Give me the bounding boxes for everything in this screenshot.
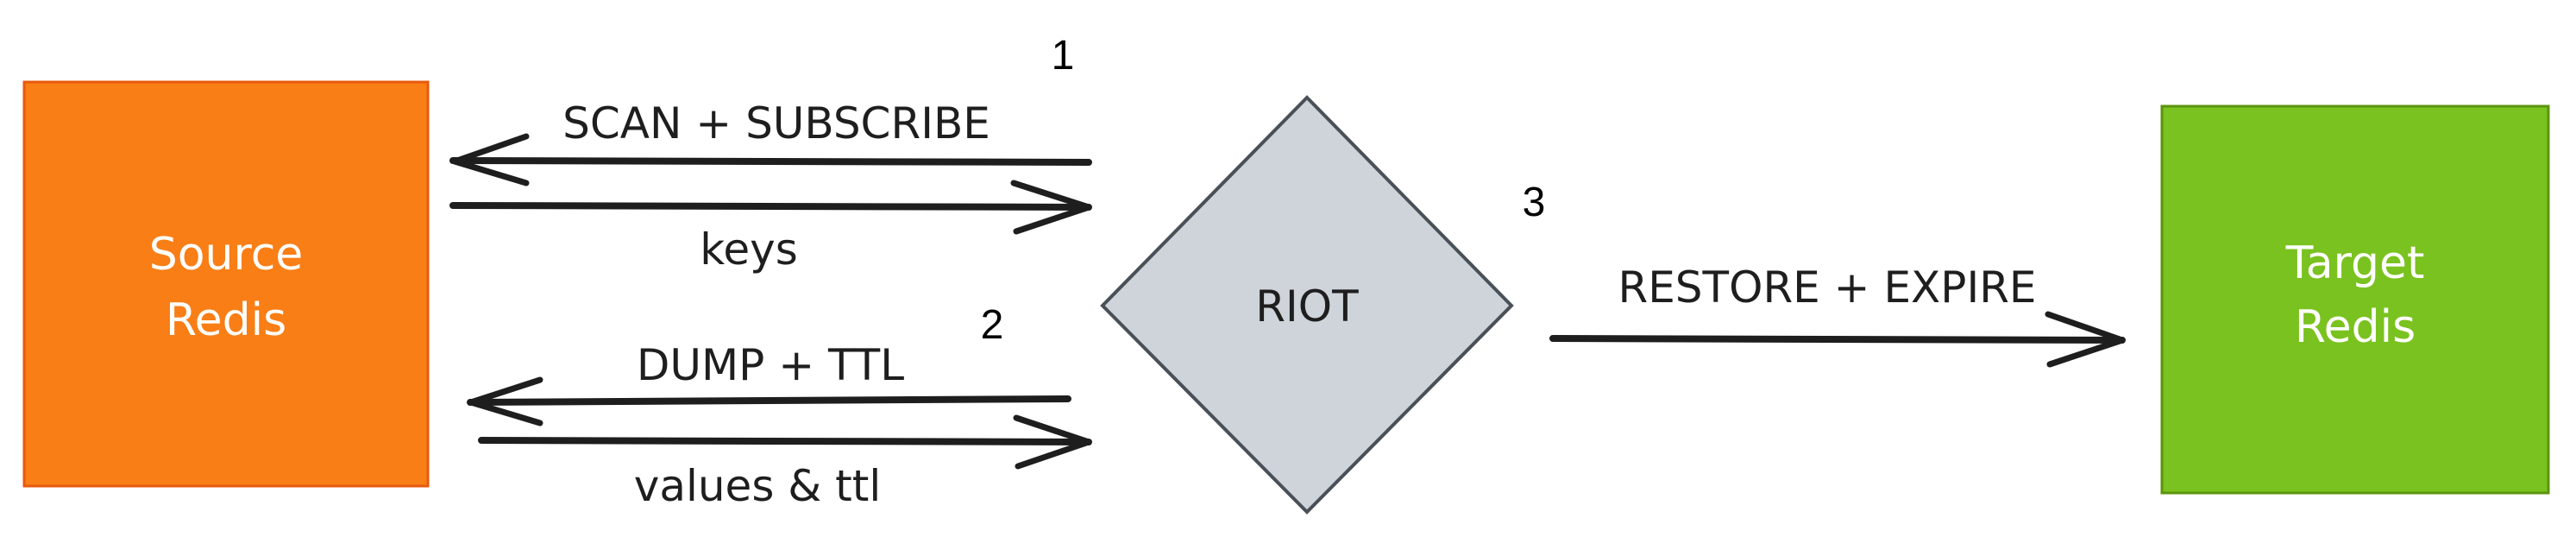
riot-diamond bbox=[1100, 95, 1514, 515]
scan-subscribe-arrow bbox=[449, 133, 1092, 186]
keys-label: keys bbox=[700, 224, 798, 275]
keys-arrow bbox=[449, 180, 1092, 235]
step-1-number: 1 bbox=[1052, 33, 1075, 79]
dump-ttl-arrow bbox=[467, 376, 1071, 426]
target-redis-node: Target Redis bbox=[2160, 104, 2550, 495]
source-redis-box bbox=[22, 80, 430, 488]
dump-ttl-label: DUMP + TTL bbox=[637, 340, 904, 390]
target-redis-box bbox=[2160, 104, 2550, 495]
riot-label: RIOT bbox=[1255, 281, 1359, 332]
step-3-number: 3 bbox=[1523, 180, 1546, 225]
restore-expire-label: RESTORE + EXPIRE bbox=[1618, 262, 2036, 313]
source-redis-label-line1: Source bbox=[149, 229, 304, 281]
scan-subscribe-label: SCAN + SUBSCRIBE bbox=[562, 98, 990, 148]
riot-node: RIOT bbox=[1100, 95, 1514, 515]
target-redis-label-line2: Redis bbox=[2295, 301, 2416, 353]
values-ttl-arrow bbox=[478, 414, 1092, 470]
restore-expire-arrow bbox=[1549, 311, 2126, 368]
source-redis-node: Source Redis bbox=[22, 80, 430, 488]
source-redis-label-line2: Redis bbox=[166, 294, 286, 346]
target-redis-label-line1: Target bbox=[2285, 237, 2425, 289]
step-2-number: 2 bbox=[981, 302, 1004, 348]
values-ttl-label: values & ttl bbox=[634, 461, 882, 511]
